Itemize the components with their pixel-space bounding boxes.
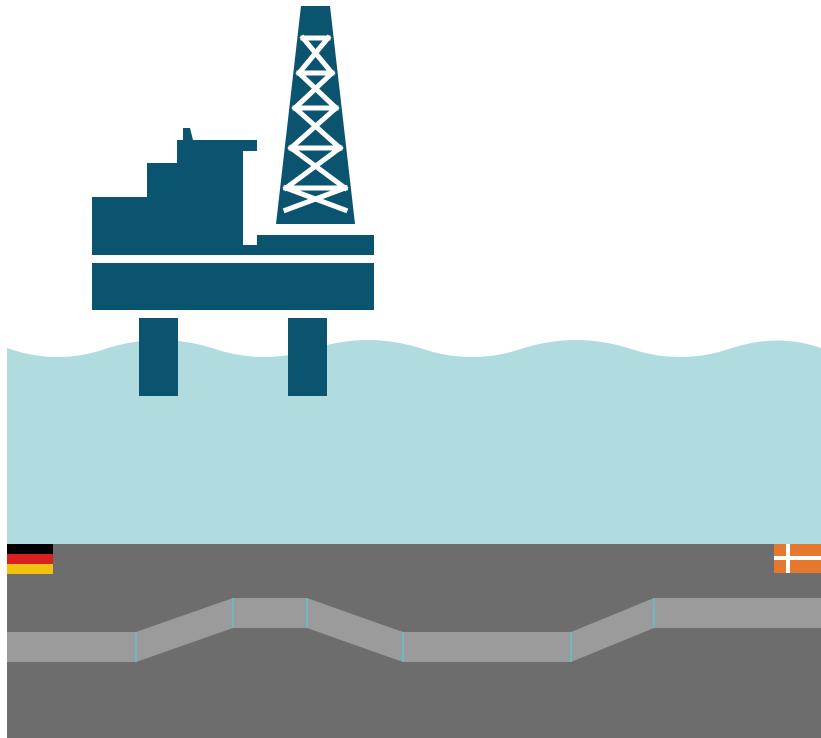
- denmark-flag-cross-horizontal: [774, 556, 821, 560]
- derrick-lattice: [282, 34, 349, 214]
- germany-flag-icon: [7, 544, 53, 574]
- derrick-outline: [276, 6, 355, 224]
- platform-leg-left-submerged: [139, 340, 178, 396]
- platform-lower-deck: [92, 263, 374, 310]
- platform-upper-structure: [92, 128, 374, 255]
- platform-leg-right-submerged: [288, 340, 327, 396]
- pipeline-joints: [135, 598, 655, 662]
- sea-water: [7, 340, 821, 544]
- germany-flag-gold: [7, 564, 53, 574]
- oil-platform-icon: [92, 6, 374, 396]
- pipeline-body: [7, 598, 821, 662]
- denmark-flag-icon: [774, 544, 821, 573]
- germany-flag-red: [7, 554, 53, 564]
- subsea-pipeline: [7, 598, 821, 662]
- drilling-derrick-icon: [276, 6, 355, 224]
- germany-flag-black: [7, 544, 53, 554]
